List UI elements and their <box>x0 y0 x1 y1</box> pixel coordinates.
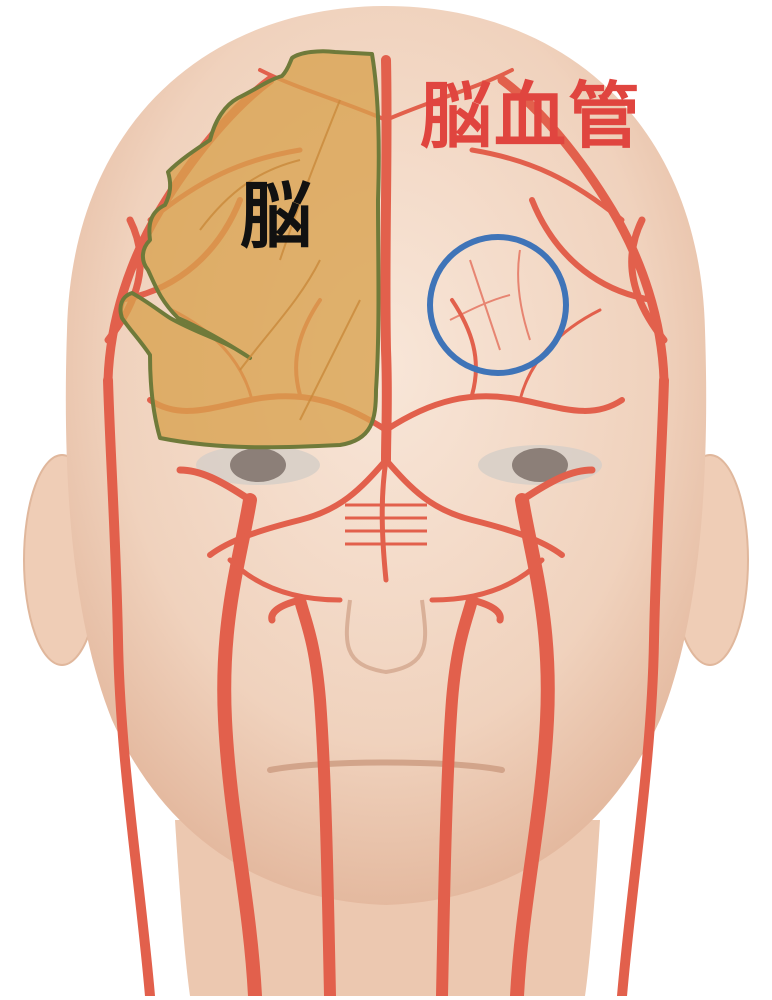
cerebral-vessel-label: 脳血管 <box>420 80 642 152</box>
brain-label: 脳 <box>240 180 312 252</box>
